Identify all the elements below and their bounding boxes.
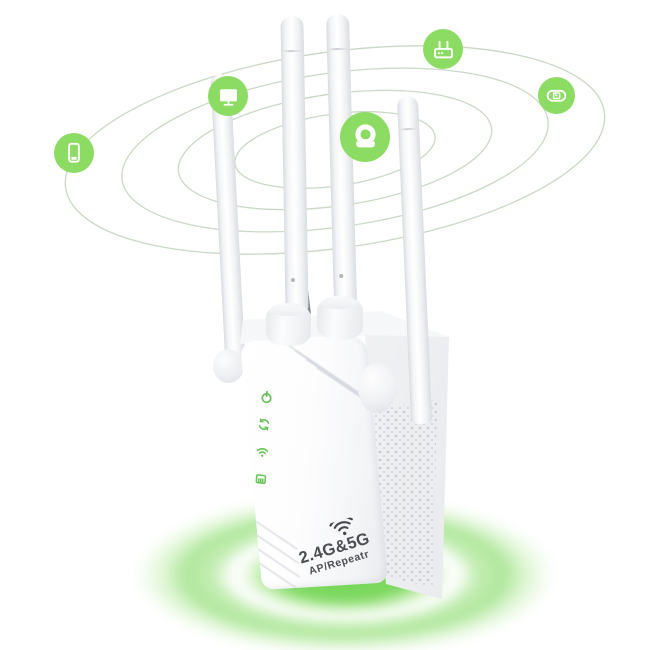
antenna-hinge-left: [213, 349, 244, 383]
antenna-seam: [282, 49, 304, 53]
antenna-screw-dot: [339, 273, 344, 279]
antenna-socket-right: [317, 296, 363, 340]
wifi-signal-led-icon: [255, 445, 269, 459]
antenna-screw-dot: [290, 278, 296, 283]
antenna-socket-left: [266, 303, 311, 346]
monitor-icon: [208, 76, 248, 116]
brand-text-group: 2.4G&5G AP/Repeatr: [278, 510, 388, 583]
router-icon: [423, 29, 463, 69]
antenna-hinge-right: [358, 363, 396, 413]
power-led-icon: [260, 390, 274, 404]
wps-led-icon: [257, 417, 271, 431]
antenna-seam: [327, 47, 349, 51]
handheld-console-icon: [538, 77, 575, 114]
smartphone-icon: [54, 133, 94, 173]
webcam-icon: [340, 112, 390, 162]
device-front-face: 2.4G&5G AP/Repeatr: [240, 334, 389, 590]
antenna-seam: [399, 127, 419, 131]
lan-led-icon: [254, 472, 268, 486]
